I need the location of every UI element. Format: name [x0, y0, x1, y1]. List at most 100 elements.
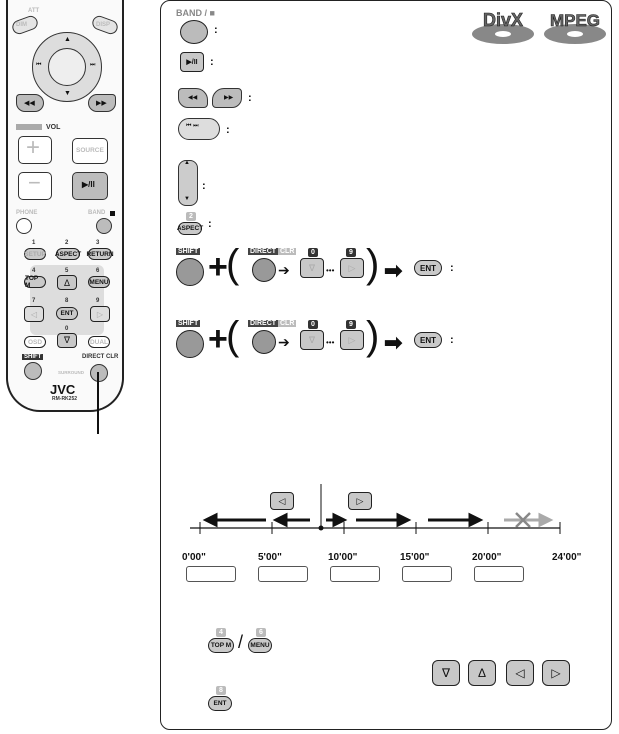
direct-key-1[interactable]	[252, 258, 276, 282]
return-button[interactable]: RETURN	[86, 248, 114, 260]
direct-label-2: DIRECT	[248, 320, 279, 327]
time-box-4	[402, 566, 452, 582]
dpad-prev-icon: ⏮	[36, 62, 42, 68]
close-paren-1: )	[366, 242, 380, 286]
colon: :	[214, 24, 218, 36]
timeline-prev-key[interactable]: ◁	[270, 492, 294, 510]
play-pause-button[interactable]	[72, 172, 108, 200]
menu-key[interactable]: MENU	[248, 638, 272, 653]
slash: /	[238, 632, 244, 652]
topm-num: 4	[216, 628, 226, 637]
timeline-next-key[interactable]: ▷	[348, 492, 372, 510]
time-box-2	[258, 566, 308, 582]
osd-button[interactable]: OSD	[24, 336, 46, 348]
rewind-key[interactable]	[178, 88, 208, 108]
colon: :	[210, 56, 214, 68]
fast-forward-key[interactable]	[212, 88, 242, 108]
zero-num-1: 0	[308, 248, 318, 257]
aspect-key[interactable]: ASPECT	[177, 222, 203, 235]
play-pause-icon: ▶/II	[82, 180, 95, 189]
zero-key-1[interactable]: ∇	[300, 258, 324, 278]
band-stop-button[interactable]	[180, 20, 208, 44]
vol-label: VOL	[46, 124, 61, 131]
rewind-button[interactable]	[16, 94, 44, 112]
prev-next-keys[interactable]	[178, 118, 220, 140]
up-button[interactable]: Δ	[57, 275, 77, 290]
timeline-diagram	[190, 484, 561, 534]
ent-key-1[interactable]: ENT	[414, 260, 442, 276]
source-button[interactable]	[72, 138, 108, 164]
aspect-num: 2	[186, 212, 196, 221]
aspect-button[interactable]: ASPECT	[55, 248, 81, 260]
source-label: SOURCE	[76, 147, 104, 154]
direct-clr-button[interactable]	[90, 364, 108, 382]
instruction-panel	[160, 0, 612, 730]
direct-label-1: DIRECT	[248, 248, 279, 255]
menu-num: 6	[256, 628, 266, 637]
menu-button[interactable]: MENU	[88, 276, 110, 288]
model-label: RM-RK252	[52, 396, 78, 402]
direct-key-2[interactable]	[252, 330, 276, 354]
arrow-to-ent-2: ➡	[384, 330, 403, 355]
down-arrow-icon: ▼	[184, 196, 190, 202]
nav-left-key[interactable]: ◁	[506, 660, 534, 686]
ent-key-bottom[interactable]: ENT	[208, 696, 232, 711]
key-7-num: 7	[32, 298, 36, 304]
shift-label-2: SHIFT	[176, 320, 201, 327]
time-box-5	[474, 566, 524, 582]
nav-up-key[interactable]: Δ	[468, 660, 496, 686]
shift-label-1: SHIFT	[176, 248, 201, 255]
setup-button[interactable]: SETUP	[24, 248, 46, 260]
enter-button[interactable]: ENT	[56, 307, 78, 320]
vol-down-button[interactable]	[18, 172, 52, 200]
top-menu-button[interactable]: TOP M	[24, 275, 46, 289]
key-6-num: 6	[96, 268, 100, 274]
stop-icon	[110, 211, 115, 216]
arrow-to-ent-1: ➡	[384, 258, 403, 283]
time-label-24: 24'00"	[552, 552, 582, 563]
rewind-icon: ◀◀	[24, 100, 35, 107]
fast-forward-button[interactable]	[88, 94, 116, 112]
rewind-key-icon: ◀◀	[188, 95, 198, 101]
ent-key-2[interactable]: ENT	[414, 332, 442, 348]
key-2-num: 2	[65, 240, 69, 246]
clr-label-2: CLR	[278, 320, 297, 327]
phone-label: PHONE	[16, 210, 38, 216]
topm-key[interactable]: TOP M	[208, 638, 234, 653]
disp-label: DISP	[96, 22, 111, 28]
nav-down-key[interactable]: ∇	[432, 660, 460, 686]
nine-key-2[interactable]: ▷	[340, 330, 364, 350]
dual-button[interactable]: DUAL	[88, 336, 110, 348]
clr-label-1: CLR	[278, 248, 297, 255]
shift-key-2[interactable]	[176, 330, 204, 358]
down-button[interactable]: ∇	[57, 333, 77, 348]
divx-text: DivX	[483, 10, 523, 30]
up-arrow-icon: ▲	[184, 160, 190, 166]
dpad-center[interactable]	[48, 48, 86, 86]
fast-forward-icon: ▶▶	[96, 100, 107, 107]
vol-up-button[interactable]	[18, 136, 52, 164]
mpeg-text: MPEG	[550, 11, 600, 30]
vol-down-icon: −	[28, 170, 41, 195]
right-button[interactable]: ▷	[90, 306, 110, 322]
key-4-num: 4	[32, 268, 36, 274]
band-button[interactable]	[96, 218, 112, 234]
plus-sign-1: +	[208, 248, 228, 286]
prev-next-icon: ⏮ ⏭	[186, 123, 199, 129]
att-label: ATT	[28, 8, 40, 14]
play-pause-key[interactable]: ▶/II	[180, 52, 204, 72]
left-button[interactable]: ◁	[24, 306, 44, 322]
time-label-15: 15'00"	[400, 552, 430, 563]
mpeg-logo: MPEG	[544, 11, 606, 44]
zero-key-2[interactable]: ∇	[300, 330, 324, 350]
shift-button[interactable]	[24, 362, 42, 380]
up-down-keys[interactable]	[178, 160, 198, 206]
phone-button[interactable]	[16, 218, 32, 234]
shift-label: SHIFT	[22, 354, 44, 360]
nav-right-key[interactable]: ▷	[542, 660, 570, 686]
nine-key-1[interactable]: ▷	[340, 258, 364, 278]
band-stop-label: BAND / ■	[176, 8, 215, 18]
shift-key-1[interactable]	[176, 258, 204, 286]
time-label-10: 10'00"	[328, 552, 358, 563]
close-paren-2: )	[366, 314, 380, 358]
